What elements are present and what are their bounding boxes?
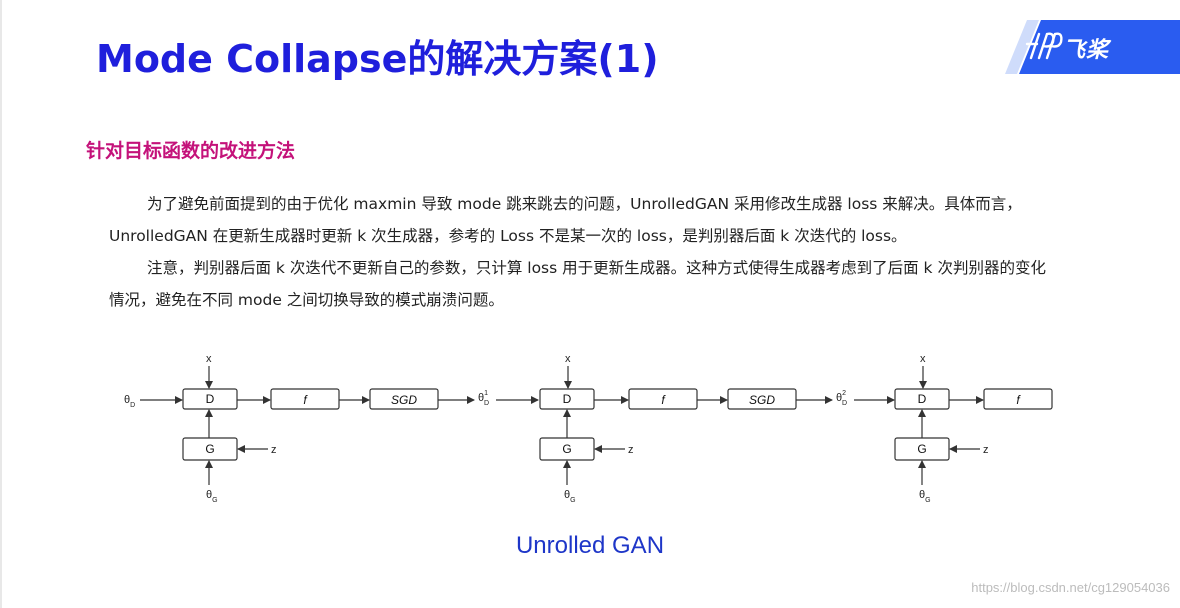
discriminator-label-3: D	[918, 392, 927, 406]
unroll-stage-1: θD x D f SGD G z θG	[124, 353, 475, 504]
generator-label-3: G	[917, 442, 926, 456]
generator-label-2: G	[562, 442, 571, 456]
unroll-stage-2: x D f SGD G z θG	[496, 353, 833, 504]
z-input-1: z	[271, 444, 277, 456]
logo-banner-shape	[1005, 20, 1180, 74]
logo-text: 飞桨	[1063, 38, 1110, 63]
left-edge-line	[0, 0, 2, 608]
z-input-3: z	[983, 444, 989, 456]
f-box-3	[983, 388, 1053, 410]
x-input-1: x	[206, 353, 212, 365]
theta-g-input-3: θG	[919, 489, 931, 504]
f-box-2	[628, 388, 698, 410]
sgd-label-1: SGD	[391, 393, 417, 407]
discriminator-label-1: D	[206, 392, 215, 406]
sgd-box-1	[369, 388, 439, 410]
f-box-1	[270, 388, 340, 410]
page-title: Mode Collapse的解决方案(1)	[96, 37, 659, 81]
paragraph-1: 为了避免前面提到的由于优化 maxmin 导致 mode 跳来跳去的问题，Unr…	[109, 195, 1022, 245]
discriminator-label-2: D	[563, 392, 572, 406]
paragraph-2: 注意，判别器后面 k 次迭代不更新自己的参数，只计算 loss 用于更新生成器。…	[109, 259, 1046, 309]
paddle-logo: 飞桨	[1005, 20, 1180, 74]
theta-g-input-1: θG	[206, 489, 218, 504]
watermark-url: https://blog.csdn.net/cg129054036	[971, 580, 1170, 595]
paddle-mark-icon	[1025, 32, 1063, 60]
sgd-label-2: SGD	[749, 393, 775, 407]
theta-g-input-2: θG	[564, 489, 576, 504]
unroll-stage-3: x D f G z θG	[854, 353, 1053, 504]
f-label-1: f	[303, 393, 308, 407]
x-input-3: x	[920, 353, 926, 365]
sgd-box-2	[727, 388, 797, 410]
generator-label-1: G	[205, 442, 214, 456]
f-label-2: f	[661, 393, 666, 407]
section-subtitle: 针对目标函数的改进方法	[86, 140, 296, 162]
f-label-3: f	[1016, 393, 1021, 407]
theta-d-input-1: θD	[124, 394, 135, 409]
z-input-2: z	[628, 444, 634, 456]
x-input-2: x	[565, 353, 571, 365]
diagram-caption: Unrolled GAN	[515, 532, 665, 559]
body-text: 为了避免前面提到的由于优化 maxmin 导致 mode 跳来跳去的问题，Unr…	[109, 188, 1054, 316]
